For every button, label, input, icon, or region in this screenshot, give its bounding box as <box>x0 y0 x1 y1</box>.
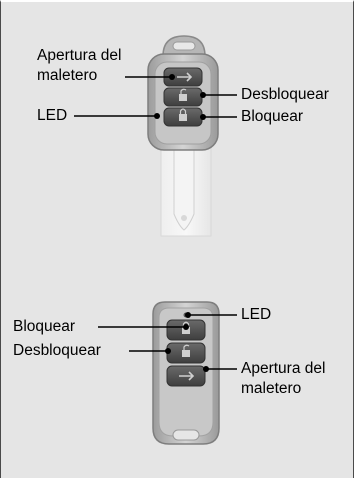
top-lock-button <box>164 108 202 126</box>
unlock-icon <box>179 94 187 101</box>
label-top-trunk-line1: Apertura del <box>37 46 121 65</box>
label-top-lock: Bloquear <box>241 107 303 126</box>
bottom-key-fob <box>153 302 219 444</box>
lock-icon <box>179 114 187 121</box>
bottom-trunk-button <box>167 366 205 386</box>
top-key-remote <box>148 36 218 236</box>
label-top-led: LED <box>37 106 67 125</box>
label-bottom-unlock: Desbloquear <box>13 341 101 360</box>
label-bottom-lock: Bloquear <box>13 317 75 336</box>
label-top-trunk-line2: maletero <box>37 66 97 85</box>
label-bottom-led: LED <box>241 305 271 324</box>
label-bottom-trunk-line2: maletero <box>241 379 301 398</box>
bottom-unlock-button <box>167 343 205 363</box>
top-key-blade <box>161 148 211 236</box>
label-top-unlock: Desbloquear <box>241 85 329 104</box>
top-unlock-button <box>164 88 202 106</box>
label-bottom-trunk-line1: Apertura del <box>241 359 325 378</box>
unlock-icon <box>182 350 190 357</box>
